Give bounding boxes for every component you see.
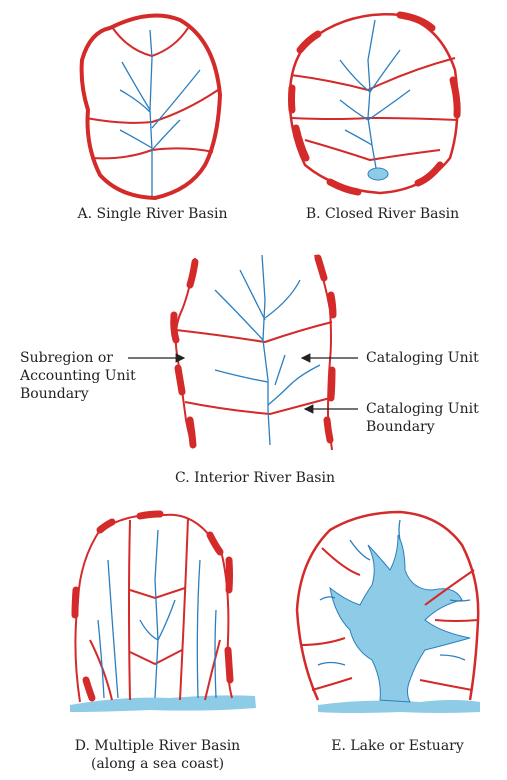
- panel-b-closed-river-basin: [288, 11, 461, 196]
- panel-c-interior-river-basin: [128, 254, 358, 451]
- panel-d-unit-boundaries: [89, 517, 221, 701]
- panel-d-thick-boundary-segments: [71, 510, 234, 702]
- panel-a-river-network: [119, 29, 201, 196]
- panel-a-single-river-basin: [79, 13, 223, 201]
- panel-c-subregion-label-line-2: Accounting Unit: [20, 368, 136, 384]
- panel-e-coastal-water: [318, 700, 480, 713]
- panel-d-caption-line-1: D. Multiple River Basin: [74, 738, 241, 754]
- panel-d-multiple-river-basin: [70, 510, 256, 712]
- panel-c-subregion-label-line-3: Boundary: [20, 386, 89, 402]
- panel-b-thick-boundary-segments: [288, 11, 461, 196]
- panel-e-river-network: [317, 519, 471, 666]
- panel-c-thick-boundary-segments: [170, 254, 337, 449]
- panel-c-subregion-label-line-1: Subregion or: [20, 350, 114, 366]
- panel-e-lake-or-estuary: [295, 510, 480, 713]
- panel-c-river-network: [214, 254, 321, 446]
- panel-e-lake: [329, 534, 471, 703]
- panel-b-outer-boundary: [288, 13, 459, 195]
- panel-d-coastal-water: [70, 695, 256, 712]
- panel-d-caption-line-2: (along a sea coast): [90, 756, 225, 772]
- panel-c-cataloging-boundary-label-line-1: Cataloging Unit: [366, 401, 479, 417]
- panel-a-outer-boundary: [79, 13, 223, 201]
- panel-b-caption: B. Closed River Basin: [305, 206, 460, 222]
- panel-a-caption: A. Single River Basin: [77, 206, 228, 222]
- panel-b-unit-boundaries: [290, 57, 459, 162]
- panel-d-river-network: [97, 529, 217, 699]
- panel-c-cataloging-unit-label: Cataloging Unit: [366, 350, 479, 366]
- panel-e-outer-boundary: [295, 510, 480, 701]
- panel-b-terminal-lake: [367, 167, 389, 181]
- panel-c-cataloging-boundary-label-line-2: Boundary: [366, 419, 435, 435]
- panel-d-outer-boundary: [74, 513, 233, 703]
- panel-e-unit-boundaries: [299, 547, 479, 691]
- panel-c-unit-boundaries: [175, 321, 333, 416]
- panel-e-caption: E. Lake or Estuary: [331, 738, 464, 754]
- panel-c-caption: C. Interior River Basin: [175, 470, 335, 486]
- panel-b-river-network: [339, 19, 411, 169]
